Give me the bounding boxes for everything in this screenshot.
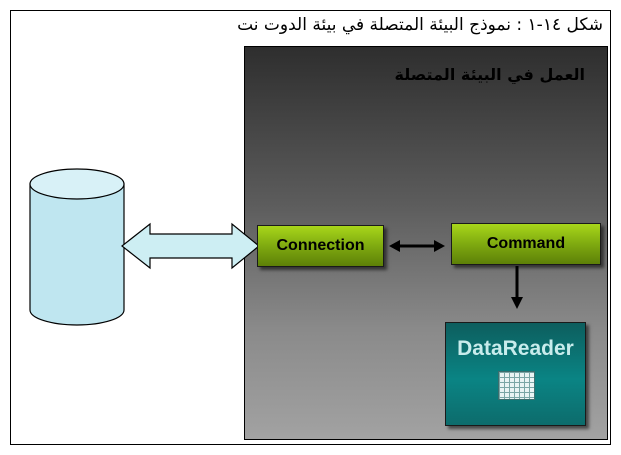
database-connection-arrow bbox=[121, 222, 260, 270]
command-node: Command bbox=[451, 223, 601, 265]
datareader-node: DataReader bbox=[445, 322, 586, 426]
grid-icon bbox=[498, 371, 535, 400]
command-datareader-arrow bbox=[511, 266, 523, 309]
database-icon bbox=[29, 168, 125, 326]
connection-command-arrow bbox=[389, 240, 445, 252]
figure-caption: شكل ١٤-١ : نموذج البيئة المتصلة في بيئة … bbox=[237, 15, 603, 35]
connection-node: Connection bbox=[257, 225, 384, 267]
datareader-label: DataReader bbox=[457, 337, 574, 360]
panel-title: العمل في البيئة المتصلة bbox=[394, 65, 585, 84]
